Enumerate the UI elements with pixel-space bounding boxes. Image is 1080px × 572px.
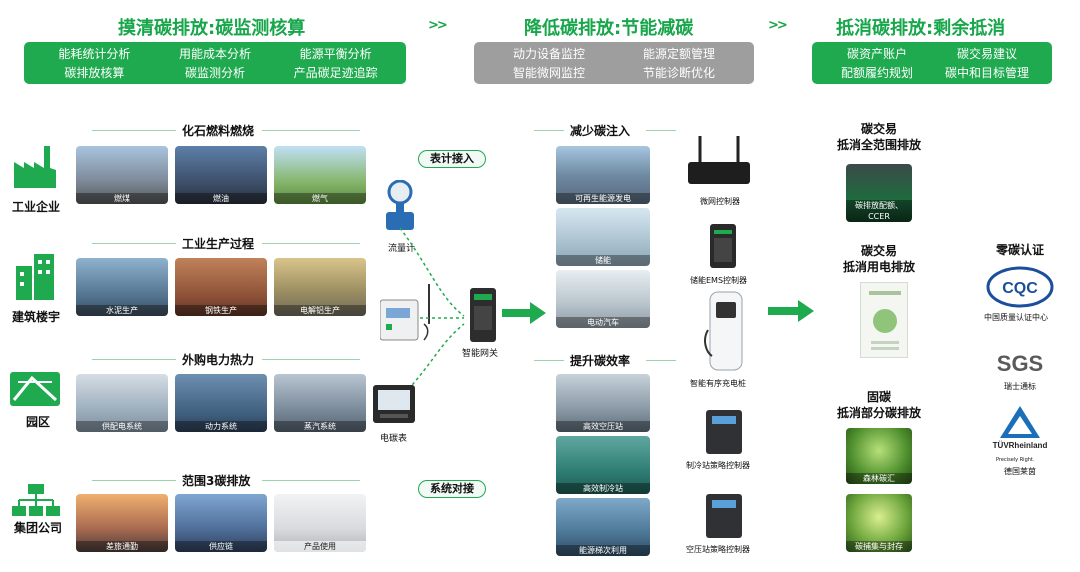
commute-photo: 差旅通勤	[76, 494, 168, 552]
park-map-icon	[10, 372, 60, 406]
category-label: 集团公司	[14, 521, 63, 535]
feature-item: 碳排放核算	[64, 65, 125, 80]
feature-item: 用能成本分析	[178, 46, 251, 61]
feature-item: 碳交易建议	[956, 46, 1017, 61]
logo-text: SGS	[997, 351, 1043, 376]
controller-label: 智能有序充电桩	[690, 379, 746, 388]
section-title: 外购电力热力	[182, 353, 255, 367]
stage3-title: 抵消碳排放:剩余抵消	[836, 18, 1006, 39]
renewable-photo: 可再生能源发电	[556, 146, 650, 204]
logo-text: CQC	[1002, 280, 1038, 297]
controller-label: 储能EMS控制器	[690, 276, 748, 285]
category-label: 工业企业	[12, 200, 61, 214]
factory-icon	[10, 140, 60, 190]
offset-title: 碳交易	[860, 244, 897, 258]
cqc-logo: CQC	[986, 266, 1054, 308]
offset-title: 固碳	[866, 390, 891, 404]
aluminum-photo: 电解铝生产	[274, 258, 366, 316]
feature-item: 能源平衡分析	[299, 46, 372, 61]
cert-org-name: 中国质量认证中心	[984, 313, 1048, 322]
offset-subtitle: 抵消用电排放	[842, 260, 915, 274]
smart-gateway-icon	[468, 286, 498, 344]
power-distribution-photo: 供配电系统	[76, 374, 168, 432]
gateway-label: 智能网关	[462, 349, 499, 359]
air-compressor-photo: 高效空压站	[556, 374, 650, 432]
feature-item: 配额履约规划	[840, 65, 913, 80]
chiller-photo: 高效制冷站	[556, 436, 650, 494]
offset-subtitle: 抵消部分碳排放	[836, 406, 921, 420]
feature-item: 节能诊断优化	[642, 65, 715, 80]
arrow-right-icon	[502, 302, 546, 324]
meter-access-label: 表计接入	[418, 150, 486, 168]
ev-photo: 电动汽车	[556, 270, 650, 328]
product-use-photo: 产品使用	[274, 494, 366, 552]
carbon-capture-photo: 碳捕集与封存	[846, 494, 912, 552]
category-label: 园区	[26, 415, 51, 429]
steam-system-photo: 蒸汽系统	[274, 374, 366, 432]
feature-item: 智能微网监控	[512, 65, 585, 80]
supply-chain-photo: 供应链	[175, 494, 267, 552]
section-title: 化石燃料燃烧	[182, 124, 255, 138]
feature-item: 产品碳足迹追踪	[293, 65, 378, 80]
feature-item: 碳资产账户	[846, 46, 907, 61]
carbon-quota-photo: 碳排放配额、CCER	[846, 164, 912, 222]
cement-photo: 水泥生产	[76, 258, 168, 316]
stage2-title: 降低碳排放:节能减碳	[524, 18, 694, 39]
stage1-feature-bar: 能耗统计分析 用能成本分析 能源平衡分析 碳排放核算 碳监测分析 产品碳足迹追踪	[24, 42, 406, 84]
stage3-feature-bar: 碳资产账户 碳交易建议 配额履约规划 碳中和目标管理	[812, 42, 1052, 84]
chiller-controller-icon	[704, 408, 744, 456]
connection-lines	[399, 227, 465, 399]
chevron-right-icon: >>	[768, 18, 788, 33]
ems-controller-icon	[708, 222, 738, 270]
storage-photo: 储能	[556, 208, 650, 266]
coal-photo: 燃煤	[76, 146, 168, 204]
section-title: 范围3碳排放	[182, 474, 251, 488]
steel-photo: 钢铁生产	[175, 258, 267, 316]
chevron-right-icon: >>	[428, 18, 448, 33]
feature-item: 能源定额管理	[642, 46, 715, 61]
controller-label: 微网控制器	[700, 197, 740, 206]
green-certificate-image	[860, 282, 908, 358]
cert-org-name: 德国莱茵	[1004, 467, 1036, 476]
stage2-feature-bar: 动力设备监控 能源定额管理 智能微网监控 节能诊断优化	[474, 42, 754, 84]
cert-org-name: 瑞士通标	[1004, 382, 1036, 391]
electric-meter-label: 电碳表	[380, 434, 408, 444]
energy-cascade-photo: 能源梯次利用	[556, 498, 650, 556]
ev-charger-icon	[704, 290, 748, 372]
feature-item: 能耗统计分析	[58, 46, 131, 61]
tuv-logo: TÜVRheinland	[988, 404, 1052, 456]
org-chart-icon	[12, 484, 60, 516]
controller-label: 空压站策略控制器	[686, 545, 750, 554]
building-icon	[12, 252, 58, 300]
category-label: 建筑楼宇	[12, 310, 61, 324]
section-title: 减少碳注入	[570, 124, 631, 138]
feature-item: 碳中和目标管理	[944, 65, 1029, 80]
stage1-title: 摸清碳排放:碳监测核算	[118, 18, 306, 39]
section-title: 提升碳效率	[570, 354, 631, 368]
sgs-logo: SGS	[992, 350, 1048, 376]
microgrid-controller-icon	[684, 134, 754, 188]
air-compressor-controller-icon	[704, 492, 744, 540]
gas-photo: 燃气	[274, 146, 366, 204]
system-link-label: 系统对接	[418, 480, 486, 498]
flow-meter-icon	[384, 179, 416, 234]
logo-text: TÜVRheinland	[993, 441, 1048, 450]
cert-title: 零碳认证	[995, 243, 1044, 257]
section-title: 工业生产过程	[182, 237, 255, 251]
arrow-right-icon	[768, 300, 814, 322]
offset-subtitle: 抵消全范围排放	[836, 138, 921, 152]
electric-meter-icon	[372, 384, 416, 424]
oil-photo: 燃油	[175, 146, 267, 204]
forest-sink-photo: 森林碳汇	[846, 428, 912, 484]
feature-item: 动力设备监控	[512, 46, 585, 61]
flow-meter-label: 流量计	[388, 244, 416, 254]
controller-label: 制冷站策略控制器	[686, 461, 750, 470]
offset-title: 碳交易	[860, 122, 897, 136]
cert-tagline: Precisely Right.	[996, 457, 1035, 463]
feature-item: 碳监测分析	[184, 65, 245, 80]
power-system-photo: 动力系统	[175, 374, 267, 432]
meter-module-icon	[379, 298, 424, 344]
